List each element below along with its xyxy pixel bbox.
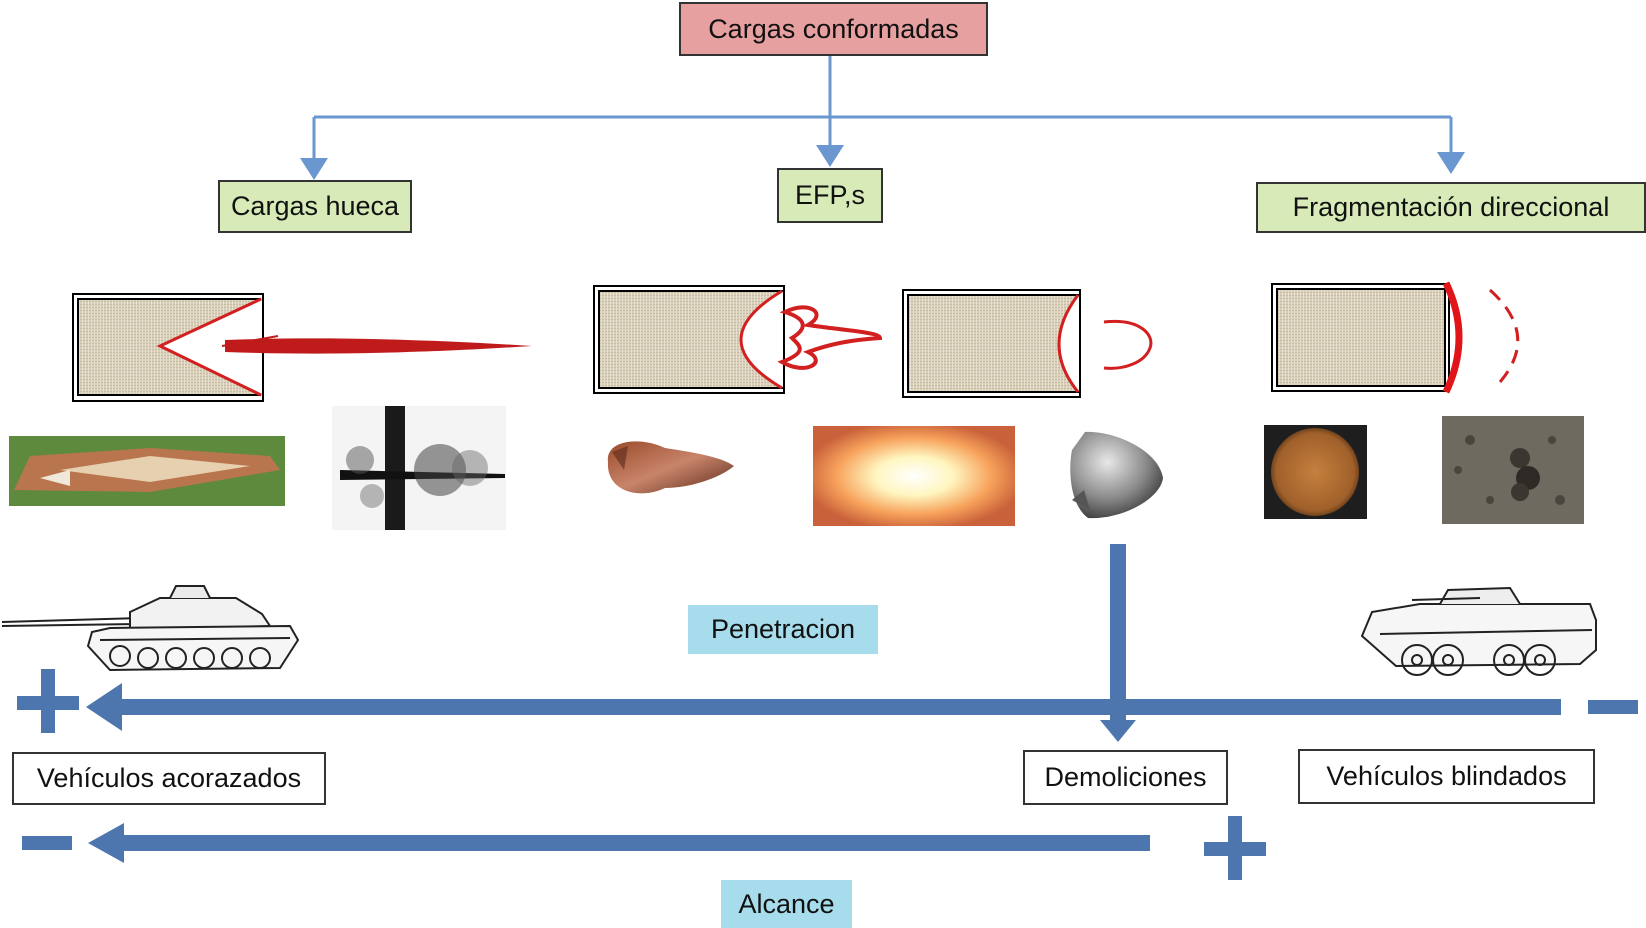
penetration-label: Penetracion [688,605,878,654]
tree-connectors [312,56,1453,163]
photo-hollow-charge-cutaway [9,436,285,506]
plus-sign-range [1204,816,1266,880]
apc-illustration [1360,586,1597,676]
minus-sign-penetration [1588,700,1638,714]
arrowhead-fragmentation [1437,152,1465,174]
category-fragmentation: Fragmentación direccional [1256,182,1646,233]
efp-formed-diagram [902,289,1153,398]
photo-efp-projectile [1070,431,1163,519]
plus-sign-penetration [17,669,79,733]
photo-impact-target [1442,416,1584,524]
arrowhead-efp [816,145,844,167]
arrowhead-hollow [300,158,328,180]
range-axis [88,823,1150,863]
minus-sign-range [22,836,72,850]
penetration-axis [86,683,1561,731]
hollow-charge-diagram [72,293,532,402]
title-box: Cargas conformadas [679,2,988,56]
armored-vehicles-label: Vehículos acorazados [12,752,326,805]
category-efp: EFP,s [777,168,883,223]
light-armored-vehicles-label: Vehículos blindados [1298,749,1595,804]
photo-efp-detonation [813,426,1015,526]
photo-jet-xray [332,406,506,530]
range-label: Alcance [721,880,852,928]
photo-efp-slug [607,441,734,494]
efp-charge-diagram [593,285,883,394]
fragmentation-charge-diagram [1271,281,1520,394]
demolitions-label: Demoliciones [1023,750,1228,805]
photo-fragment-plate [1264,425,1367,519]
demolitions-arrow [1100,544,1136,742]
category-hollow-charge: Cargas hueca [218,180,412,233]
tank-illustration [1,585,300,672]
